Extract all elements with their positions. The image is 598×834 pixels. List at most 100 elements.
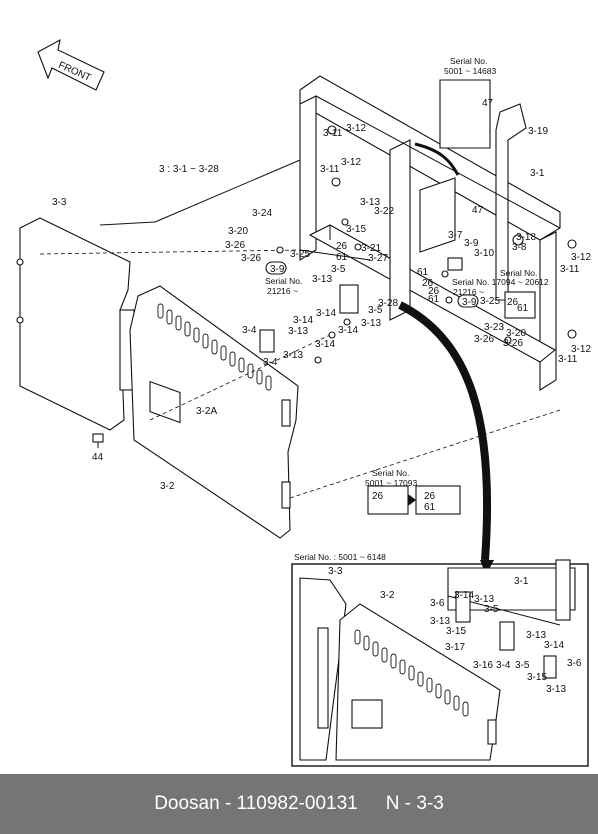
callout-i3_2: 3-2 [380, 590, 395, 601]
callout-c3_23: 3-23 [484, 322, 504, 333]
range-note: 3 : 3-1 ~ 3-28 [159, 164, 219, 175]
callout-i3_17: 3-17 [445, 642, 465, 653]
callout-c3_15a: 3-15 [346, 224, 366, 235]
inset-labels: Serial No. : 5001 ~ 6148 3-3 3-2 3-1 3-1… [294, 552, 582, 695]
callout-c3_12a: 3-12 [346, 123, 366, 134]
side-panel [16, 217, 135, 431]
callout-c3_12b: 3-12 [341, 157, 361, 168]
callout-c3_9a: 3-9 [464, 238, 479, 249]
callout-c3_26b: 3-26 [241, 253, 261, 264]
callout-c61b: 61 [417, 267, 429, 278]
serial-inset: Serial No. : 5001 ~ 6148 [294, 552, 386, 562]
callout-i3_3: 3-3 [328, 566, 343, 577]
callout-c3_4b: 3-4 [263, 357, 278, 368]
callout-c3_28: 3-28 [378, 298, 398, 309]
callout-c3_26d: 3-26 [503, 338, 523, 349]
callout-c3_2A: 3-2A [196, 406, 217, 417]
callout-c3_9b: 3-9 [270, 264, 285, 275]
callout-c3_14c: 3-14 [293, 315, 313, 326]
callout-c26a: 26 [336, 241, 348, 252]
callout-c44: 44 [92, 452, 104, 463]
serial-midright-1: Serial No. [500, 268, 537, 278]
callout-c61e: 61 [424, 502, 436, 513]
door-slots [157, 303, 272, 391]
callout-c3_21: 3-21 [361, 243, 381, 254]
callout-c3_13c: 3-13 [361, 318, 381, 329]
callout-c3_10: 3-10 [474, 248, 494, 259]
callout-c61c: 61 [428, 294, 440, 305]
callout-c3_4a: 3-4 [242, 325, 257, 336]
callout-c47b: 47 [472, 205, 484, 216]
serial-top-2: 5001 ~ 14683 [444, 66, 497, 76]
callout-c3_20b: 3-20 [506, 328, 526, 339]
circ-3-9-a [265, 261, 287, 275]
callout-i3_6b: 3-6 [567, 658, 582, 669]
callout-c3_26a: 3-26 [225, 240, 245, 251]
callout-c3_5a: 3-5 [331, 264, 346, 275]
callout-c61a: 61 [336, 252, 348, 263]
callout-i3_5a: 3-5 [484, 604, 499, 615]
callout-c3_13b: 3-13 [312, 274, 332, 285]
callout-c26b: 26 [422, 278, 434, 289]
callout-i3_5b: 3-5 [515, 660, 530, 671]
inset-slots [354, 629, 469, 717]
callout-c3_19: 3-19 [528, 126, 548, 137]
serial-midright-3: 21216 ~ [453, 287, 484, 297]
callout-i3_13d: 3-13 [546, 684, 566, 695]
footer-part-number: Doosan - 110982-00131 [154, 793, 358, 814]
front-arrow-icon: FRONT [37, 38, 105, 91]
serial-midleft-2: 21216 ~ [267, 286, 298, 296]
circ-3-9-b [457, 294, 479, 308]
callout-c3_25a: 3-25 [290, 249, 310, 260]
callout-c3_11a: 3-11 [323, 128, 343, 139]
callout-i3_1: 3-1 [514, 576, 529, 587]
callout-c3_5b: 3-5 [368, 305, 383, 316]
callout-c3_27: 3-27 [368, 253, 388, 264]
callout-c3_11b: 3-11 [320, 164, 340, 175]
callout-c26d: 26 [507, 297, 519, 308]
callout-i3_15a: 3-15 [446, 626, 466, 637]
callout-c3_11c: 3-11 [560, 264, 580, 275]
callout-c3_8: 3-8 [512, 242, 527, 253]
callout-c3_3: 3-3 [52, 197, 67, 208]
callout-c3_9c: 3-9 [462, 297, 477, 308]
serial-center-1: Serial No. [372, 468, 409, 478]
callout-c3_1: 3-1 [530, 168, 545, 179]
callout-c3_14a: 3-14 [316, 308, 336, 319]
hardware [259, 218, 526, 364]
callout-i3_13c: 3-13 [526, 630, 546, 641]
callout-i3_14a: 3-14 [454, 590, 474, 601]
serial-top-1: Serial No. [450, 56, 487, 66]
callout-c3_13d: 3-13 [288, 326, 308, 337]
callout-c3_12c: 3-12 [571, 252, 591, 263]
callout-c3_14d: 3-14 [315, 339, 335, 350]
footer-bar: Doosan - 110982-00131 N - 3-3 [0, 774, 598, 834]
mini-box-26-61 [504, 291, 536, 319]
callout-c3_2: 3-2 [160, 481, 175, 492]
callout-c3_14b: 3-14 [338, 325, 358, 336]
callout-i3_15b: 3-15 [527, 672, 547, 683]
callout-c3_11d: 3-11 [558, 354, 578, 365]
callout-c3_7: 3-7 [448, 230, 463, 241]
callout-c3_18: 3-18 [516, 232, 536, 243]
callout-c47a: 47 [482, 98, 494, 109]
callout-c3_24: 3-24 [252, 208, 272, 219]
callout-labels: Serial No. 5001 ~ 14683 47 47 3-19 3-1 3… [52, 56, 591, 513]
callout-c3_22: 3-22 [374, 206, 394, 217]
callout-c26c: 26 [428, 286, 440, 297]
parts-diagram: FRONT [16, 38, 591, 767]
callout-c3_26c: 3-26 [474, 334, 494, 345]
callout-i3_4: 3-4 [496, 660, 511, 671]
footer-page-ref: N - 3-3 [385, 793, 444, 814]
inset-detail [291, 559, 589, 767]
callout-c3_13a: 3-13 [360, 197, 380, 208]
callout-i3_13b: 3-13 [430, 616, 450, 627]
door-panel [129, 285, 299, 539]
main-frame [299, 75, 577, 391]
callout-c3_20a: 3-20 [228, 226, 248, 237]
serial-center-2: 5001 ~ 17093 [365, 478, 418, 488]
callout-i3_6a: 3-6 [430, 598, 445, 609]
callout-c3_25b: 3-25 [480, 296, 500, 307]
callout-c3_12d: 3-12 [571, 344, 591, 355]
callout-c26f: 26 [424, 491, 436, 502]
